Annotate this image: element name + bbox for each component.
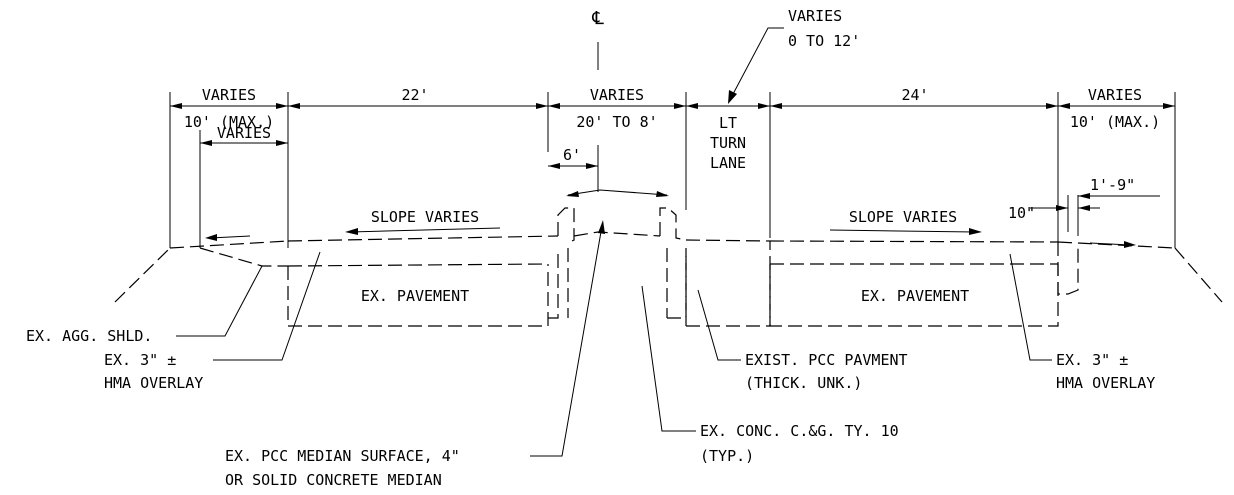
callout-hma-right: EX. 3" ± HMA OVERLAY — [1009, 253, 1155, 392]
right-shoulder-max-label: 10' (MAX.) — [1070, 113, 1160, 131]
left-shoulder-max-label: 10' (MAX.) — [184, 113, 274, 131]
right-shoulder-varies-label: VARIES — [1088, 86, 1142, 104]
median-varies-label: VARIES — [590, 86, 644, 104]
callout-median-surface: EX. PCC MEDIAN SURFACE, 4" OR SOLID CONC… — [225, 220, 605, 489]
median-range-label: 20' TO 8' — [576, 113, 657, 131]
callout-agg-shoulder: EX. AGG. SHLD. — [26, 265, 263, 345]
callout-hma-left-line1: EX. 3" ± — [104, 351, 176, 369]
pavement-left-label: EX. PAVEMENT — [361, 287, 469, 305]
centerline-symbol: ℄ — [591, 8, 604, 29]
callout-curb-gutter: EX. CONC. C.&G. TY. 10 (TYP.) — [641, 285, 899, 465]
callout-pcc-pavement: EXIST. PCC PAVMENT (THICK. UNK.) — [697, 289, 908, 392]
slope-right-label: SLOPE VARIES — [849, 208, 957, 226]
turn-lane-label-line1: LT — [719, 114, 737, 132]
left-shoulder-varies-label: VARIES — [202, 86, 256, 104]
curb-offset-label: 10" — [1008, 204, 1035, 222]
turn-lane-label-line3: LANE — [710, 154, 746, 172]
turn-lane-label-line2: TURN — [710, 134, 746, 152]
callout-hma-left: EX. 3" ± HMA OVERLAY — [104, 251, 321, 392]
roadway-section — [114, 207, 1223, 327]
median-half-label: 6' — [563, 146, 581, 164]
callout-median-surface-line2: OR SOLID CONCRETE MEDIAN — [225, 471, 442, 489]
callout-curb-gutter-line1: EX. CONC. C.&G. TY. 10 — [700, 422, 899, 440]
callout-median-surface-line1: EX. PCC MEDIAN SURFACE, 4" — [225, 447, 460, 465]
callout-curb-gutter-line2: (TYP.) — [700, 447, 754, 465]
left-shoulder-inner-varies-label: VARIES — [217, 124, 271, 142]
top-dimension-line — [170, 103, 1175, 109]
callout-hma-left-line2: HMA OVERLAY — [104, 374, 203, 392]
slope-left-label: SLOPE VARIES — [371, 208, 479, 226]
callout-hma-right-line2: HMA OVERLAY — [1056, 374, 1155, 392]
callout-pcc-pavement-line2: (THICK. UNK.) — [745, 374, 862, 392]
extension-lines — [169, 92, 1176, 248]
turn-lane-leader — [731, 27, 784, 97]
turn-lane-varies-label: VARIES — [788, 7, 842, 25]
pavement-right-label: EX. PAVEMENT — [861, 287, 969, 305]
left-lanes-width-label: 22' — [401, 86, 428, 104]
turn-lane-range-label: 0 TO 12' — [788, 32, 860, 50]
curb-width-label: 1'-9" — [1090, 176, 1135, 194]
right-lanes-width-label: 24' — [901, 86, 928, 104]
callout-agg-shoulder-text: EX. AGG. SHLD. — [26, 327, 152, 345]
callout-hma-right-line1: EX. 3" ± — [1056, 351, 1128, 369]
callout-pcc-pavement-line1: EXIST. PCC PAVMENT — [745, 351, 908, 369]
